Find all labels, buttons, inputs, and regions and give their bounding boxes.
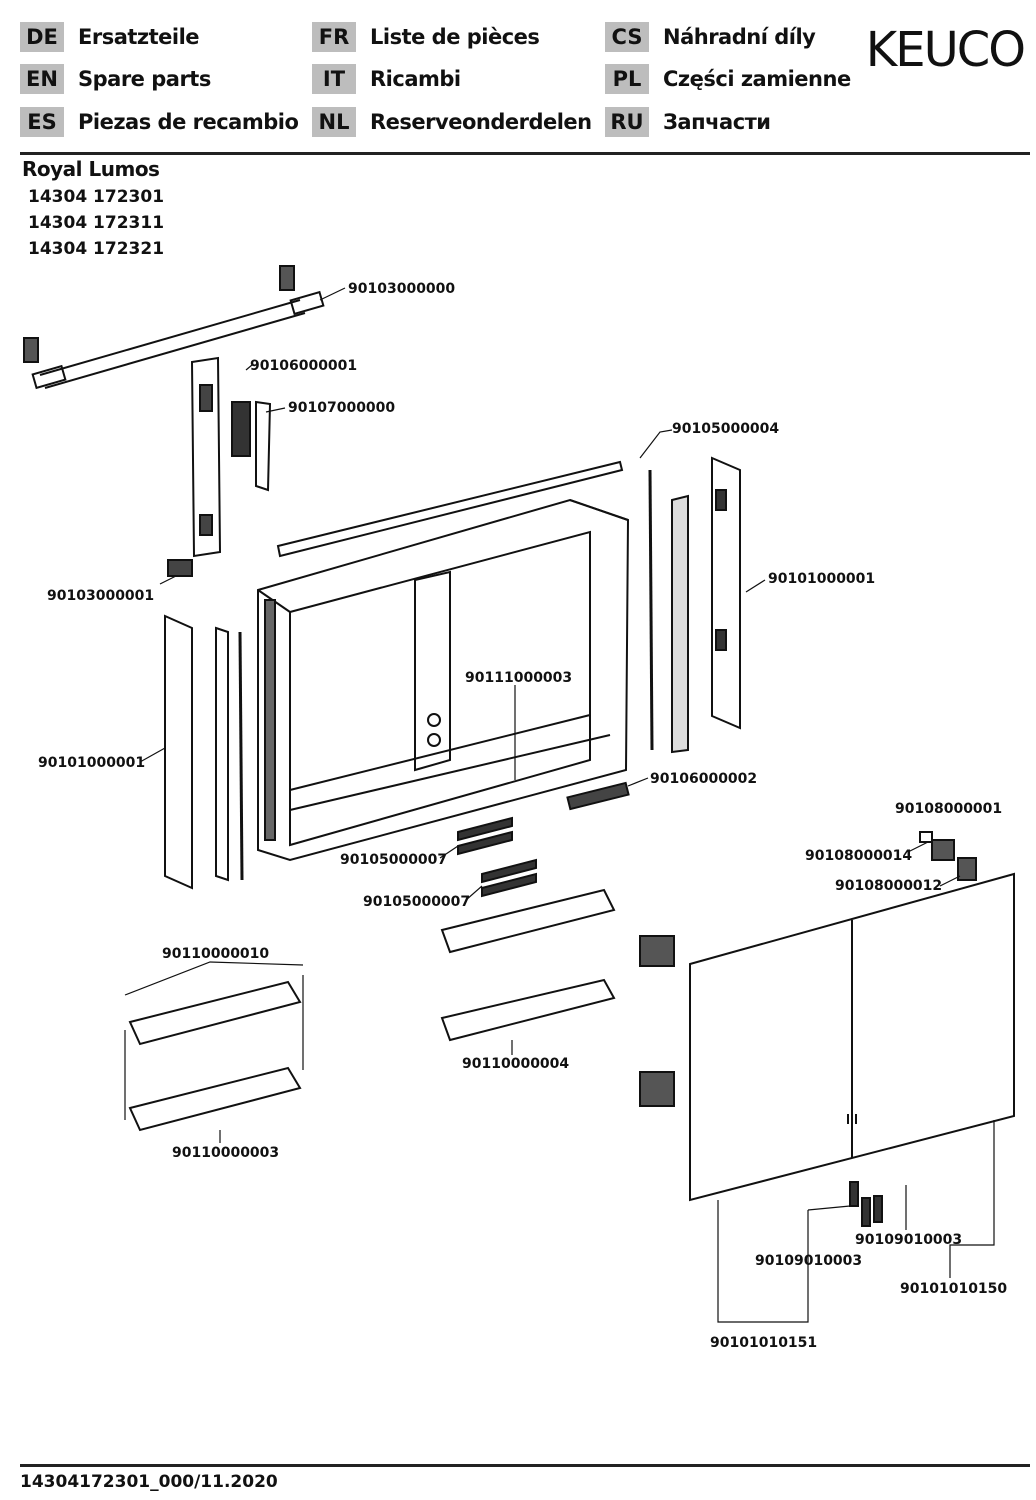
- lang-label: Części zamienne: [663, 67, 851, 91]
- lang-row-fr: FR Liste de pièces: [312, 22, 540, 52]
- part-number-label: 90108000001: [895, 801, 1002, 817]
- lang-row-de: DE Ersatzteile: [20, 22, 200, 52]
- lang-row-en: EN Spare parts: [20, 64, 211, 94]
- mirror-doors: [689, 872, 1015, 1202]
- shelf-mid-upper: [440, 888, 616, 954]
- part-number-label: 90110000003: [172, 1145, 279, 1161]
- header: DE Ersatzteile EN Spare parts ES Piezas …: [20, 22, 1030, 152]
- cabinet-body-part: [257, 498, 630, 862]
- lang-code: FR: [312, 22, 356, 52]
- lang-row-nl: NL Reserveonderdelen: [312, 107, 592, 137]
- header-divider: [20, 152, 1030, 155]
- clip-group-upper: [457, 816, 513, 856]
- left-side-panel: [164, 614, 193, 890]
- lang-code: NL: [312, 107, 356, 137]
- lang-code: EN: [20, 64, 64, 94]
- product-sku: 14304 172311: [28, 213, 165, 233]
- control-rail-part: [190, 356, 222, 558]
- part-number-label: 90107000000: [288, 400, 395, 416]
- lang-label: Náhradní díly: [663, 25, 816, 49]
- product-info: Royal Lumos 14304 172301 14304 172311 14…: [22, 157, 164, 259]
- right-side-panel: [711, 456, 741, 730]
- part-number-label: 90103000001: [47, 588, 154, 604]
- hinge-lower: [639, 1071, 675, 1107]
- lang-code: ES: [20, 107, 64, 137]
- shelf-left-upper: [128, 980, 302, 1046]
- door-handles: [849, 1181, 883, 1227]
- shelf-left-lower: [128, 1066, 302, 1132]
- brand-logo: KEUCO: [865, 22, 1026, 78]
- lang-label: Reserveonderdelen: [370, 110, 592, 134]
- clip-group-lower: [481, 858, 537, 898]
- product-sku: 14304 172321: [28, 239, 165, 259]
- led-strip-right: [648, 469, 654, 751]
- lang-code: CS: [605, 22, 649, 52]
- socket-strip-part: [566, 781, 630, 811]
- document-code: 14304172301_000/11.2020: [20, 1472, 278, 1492]
- part-number-label: 90109010003: [755, 1253, 862, 1269]
- lang-label: Liste de pièces: [370, 25, 540, 49]
- part-number-label: 90105000004: [672, 421, 779, 437]
- part-number-label: 90101010151: [710, 1335, 817, 1351]
- control-box-part: [231, 401, 251, 457]
- hinge-clip-part: [957, 857, 977, 881]
- part-number-label: 90101000001: [38, 755, 145, 771]
- left-strip-part: [215, 626, 229, 882]
- lang-label: Piezas de recambio: [78, 110, 299, 134]
- part-number-label: 90108000012: [835, 878, 942, 894]
- part-number-label: 90109010003: [855, 1232, 962, 1248]
- part-number-label: 90106000001: [250, 358, 357, 374]
- lang-row-ru: RU Запчасти: [605, 107, 771, 137]
- part-number-label: 90101010150: [900, 1281, 1007, 1297]
- lang-label: Ricambi: [370, 67, 461, 91]
- lang-row-pl: PL Części zamienne: [605, 64, 851, 94]
- part-number-label: 90105000007: [340, 852, 447, 868]
- lang-code: PL: [605, 64, 649, 94]
- lang-label: Запчасти: [663, 110, 771, 134]
- lang-label: Ersatzteile: [78, 25, 200, 49]
- part-number-label: 90108000014: [805, 848, 912, 864]
- lang-code: RU: [605, 107, 649, 137]
- lang-code: DE: [20, 22, 64, 52]
- led-profile-part: [276, 460, 624, 558]
- lang-row-it: IT Ricambi: [312, 64, 461, 94]
- lang-row-cs: CS Náhradní díly: [605, 22, 816, 52]
- product-name: Royal Lumos: [22, 157, 160, 181]
- part-number-label: 90110000004: [462, 1056, 569, 1072]
- part-number-label: 90106000002: [650, 771, 757, 787]
- part-number-label: 90105000007: [363, 894, 470, 910]
- hinge-cover-part: [931, 839, 955, 861]
- cover-profile-part: [255, 400, 272, 492]
- lang-label: Spare parts: [78, 67, 211, 91]
- right-profile-part: [671, 494, 689, 754]
- product-sku: 14304 172301: [28, 187, 165, 207]
- lang-code: IT: [312, 64, 356, 94]
- side-rail-bracket: [167, 559, 193, 577]
- part-number-label: 90110000010: [162, 946, 269, 962]
- footer-divider: [20, 1464, 1030, 1467]
- lang-row-es: ES Piezas de recambio: [20, 107, 299, 137]
- shelf-mid-lower: [440, 978, 616, 1042]
- hinge-plate-part: [919, 831, 933, 843]
- hinge-upper: [639, 935, 675, 967]
- part-number-label: 90111000003: [465, 670, 572, 686]
- part-number-label: 90103000000: [348, 281, 455, 297]
- part-number-label: 90101000001: [768, 571, 875, 587]
